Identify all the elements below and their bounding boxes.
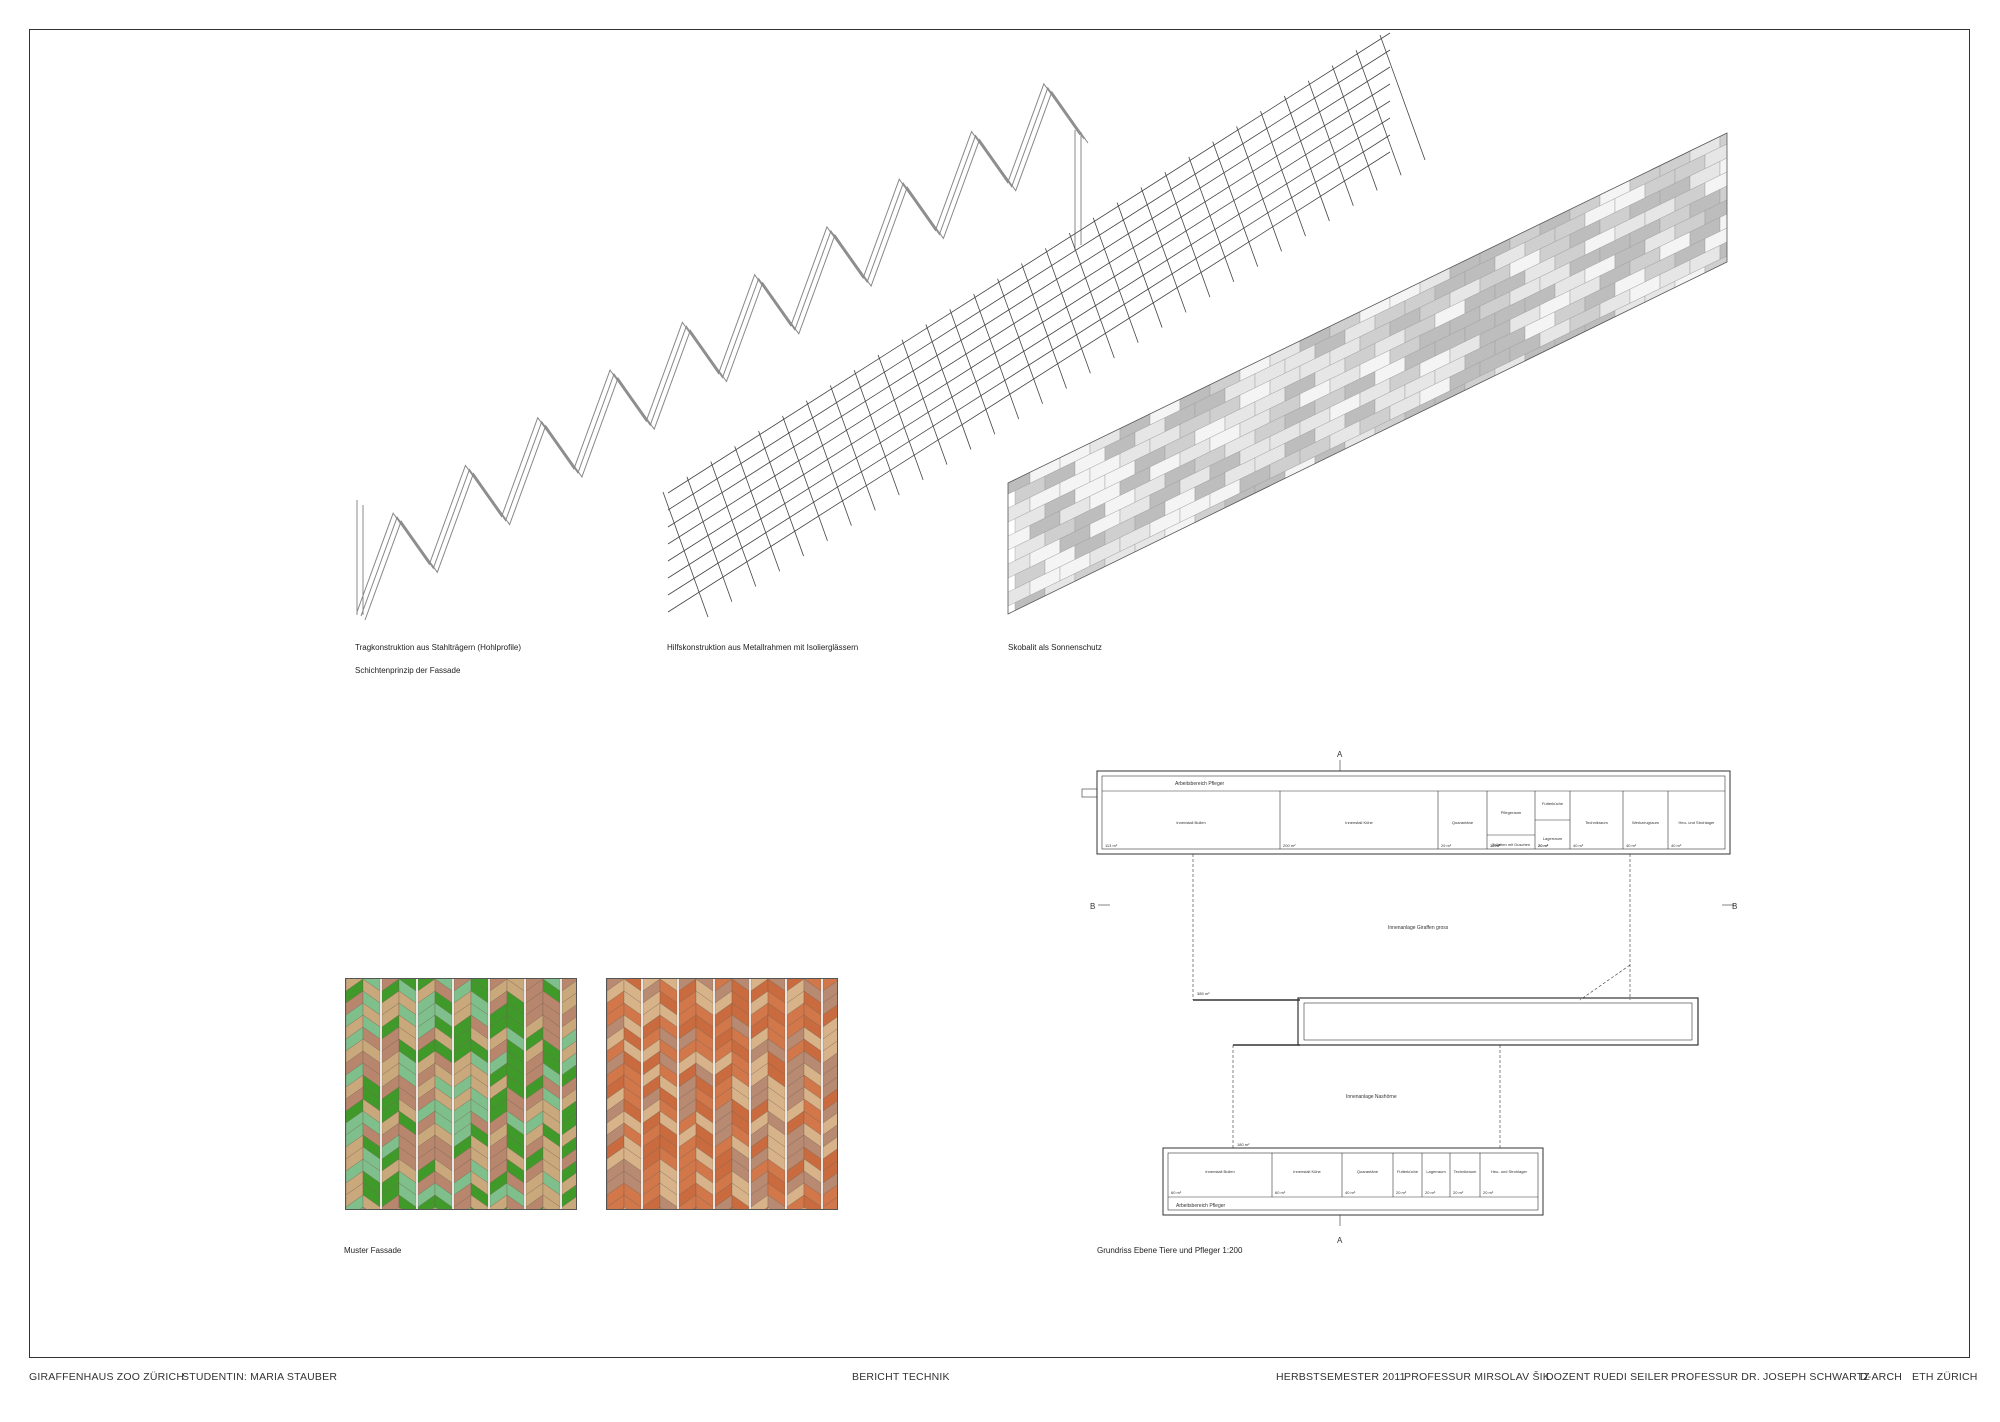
- steel-truss-drawing: [356, 82, 1089, 621]
- lower-yard-area: 180 m²: [1237, 1142, 1250, 1147]
- footer-lecturer: DOZENT RUEDI SEILER: [1546, 1371, 1669, 1383]
- bottom-room-name: Innenstall Bullen: [1205, 1169, 1234, 1174]
- footer-school: ETH ZÜRICH: [1912, 1371, 1978, 1383]
- top-room-area: 200 m²: [1283, 843, 1296, 848]
- facade-pattern-orange: [606, 978, 838, 1210]
- upper-yard-area: 385 m²: [1197, 991, 1210, 996]
- top-room-area: 40 m²: [1671, 843, 1682, 848]
- top-room-name: Technikraum: [1585, 820, 1608, 825]
- top-room-area: 16 m²: [1490, 843, 1501, 848]
- section-b-left: B: [1090, 902, 1095, 911]
- bottom-room-area: 20 m²: [1396, 1190, 1407, 1195]
- metal-frame-grid-drawing: [662, 32, 1426, 618]
- section-a-top: A: [1337, 750, 1343, 759]
- bottom-room-area: 20 m²: [1425, 1190, 1436, 1195]
- bottom-room-name: Lagerraum: [1426, 1169, 1446, 1174]
- footer-semester: HERBSTSEMESTER 2011: [1276, 1371, 1406, 1383]
- top-room-name: Pflegeraum: [1501, 810, 1522, 815]
- footer-report: BERICHT TECHNIK: [852, 1371, 950, 1383]
- top-room-name: Werkzeugraum: [1632, 820, 1660, 825]
- footer-professor2: PROFESSUR DR. JOSEPH SCHWARTZ: [1671, 1371, 1870, 1383]
- top-room-area: 40 m²: [1626, 843, 1637, 848]
- pattern-orange-tiles: [607, 979, 837, 1209]
- lower-yard-label: Innenanlage Nashörne: [1346, 1094, 1397, 1100]
- upper-yard-label: Innenanlage Giraffen gross: [1388, 925, 1449, 931]
- bottom-room-area: 40 m²: [1345, 1190, 1356, 1195]
- bottom-room-area: 60 m²: [1171, 1190, 1182, 1195]
- top-room-name: Quarantäne: [1452, 820, 1474, 825]
- footer-project: GIRAFFENHAUS ZOO ZÜRICH: [29, 1371, 185, 1383]
- top-room-area: 40 m²: [1573, 843, 1584, 848]
- tiles-band-outline: [1007, 132, 1728, 615]
- bottom-room-name: Innenstall Kühe: [1293, 1169, 1321, 1174]
- pattern-green-tiles: [346, 979, 576, 1209]
- top-room-name: Heu- und Strohlager: [1678, 820, 1715, 825]
- footer-professor1: PROFESSUR MIRSOLAV ŠIK: [1404, 1371, 1550, 1383]
- top-room-name: Futterküche: [1542, 801, 1564, 806]
- bottom-room-area: 20 m²: [1483, 1190, 1494, 1195]
- top-room-labels: Innenstall Bullen 113 m² Innenstall Kühe 20…: [1105, 801, 1715, 848]
- central-basin: [1297, 997, 1699, 1046]
- top-building-outline: [1096, 770, 1731, 855]
- bottom-room-name: Heu- und Strohlager: [1491, 1169, 1528, 1174]
- facade-pattern-green: [345, 978, 577, 1210]
- section-a-bottom: A: [1337, 1236, 1343, 1245]
- bottom-room-name: Futterküche: [1397, 1169, 1419, 1174]
- top-room-area: 10 m²: [1490, 843, 1501, 848]
- footer-department: D-ARCH: [1860, 1371, 1903, 1383]
- footer-student: STUDENTIN: MARIA STAUBER: [182, 1371, 338, 1383]
- bottom-room-area: 20 m²: [1453, 1190, 1464, 1195]
- top-corridor-label: Arbeitsbereich Pfleger: [1175, 781, 1225, 787]
- top-room-area: 20 m²: [1538, 843, 1549, 848]
- bottom-room-labels: Innenstall Bullen 60 m² Innenstall Kühe 60 …: [1171, 1169, 1528, 1195]
- section-title: Schichtenprinzip der Fassade: [355, 666, 461, 675]
- plan-caption: Grundriss Ebene Tiere und Pfleger 1:200: [1097, 1246, 1243, 1255]
- top-room-name: Toiletten mit Duschen: [1492, 842, 1530, 847]
- top-room-area: 29 m²: [1441, 843, 1452, 848]
- top-room-name: Lagerraum: [1543, 836, 1563, 841]
- pattern-caption: Muster Fassade: [344, 1246, 402, 1255]
- top-room-name: Innenstall Kühe: [1345, 820, 1373, 825]
- bottom-room-area: 60 m²: [1275, 1190, 1286, 1195]
- section-b-right: B: [1732, 902, 1737, 911]
- drawing-frame: [29, 29, 1970, 1358]
- bottom-room-name: Quarantäne: [1357, 1169, 1379, 1174]
- bottom-building-outline: [1162, 1147, 1544, 1216]
- top-room-area: 20 m²: [1538, 843, 1549, 848]
- tiles-caption: Skobalit als Sonnenschutz: [1008, 643, 1102, 652]
- bottom-room-name: Technikraum: [1454, 1169, 1477, 1174]
- top-room-name: Innenstall Bullen: [1176, 820, 1205, 825]
- top-room-area: 113 m²: [1105, 843, 1118, 848]
- grid-caption: Hilfskonstruktion aus Metallrahmen mit I…: [667, 643, 859, 652]
- bottom-corridor-label: Arbeitsbereich Pfleger: [1176, 1203, 1226, 1209]
- truss-caption: Tragkonstruktion aus Stahlträgern (Hohlp…: [355, 643, 522, 652]
